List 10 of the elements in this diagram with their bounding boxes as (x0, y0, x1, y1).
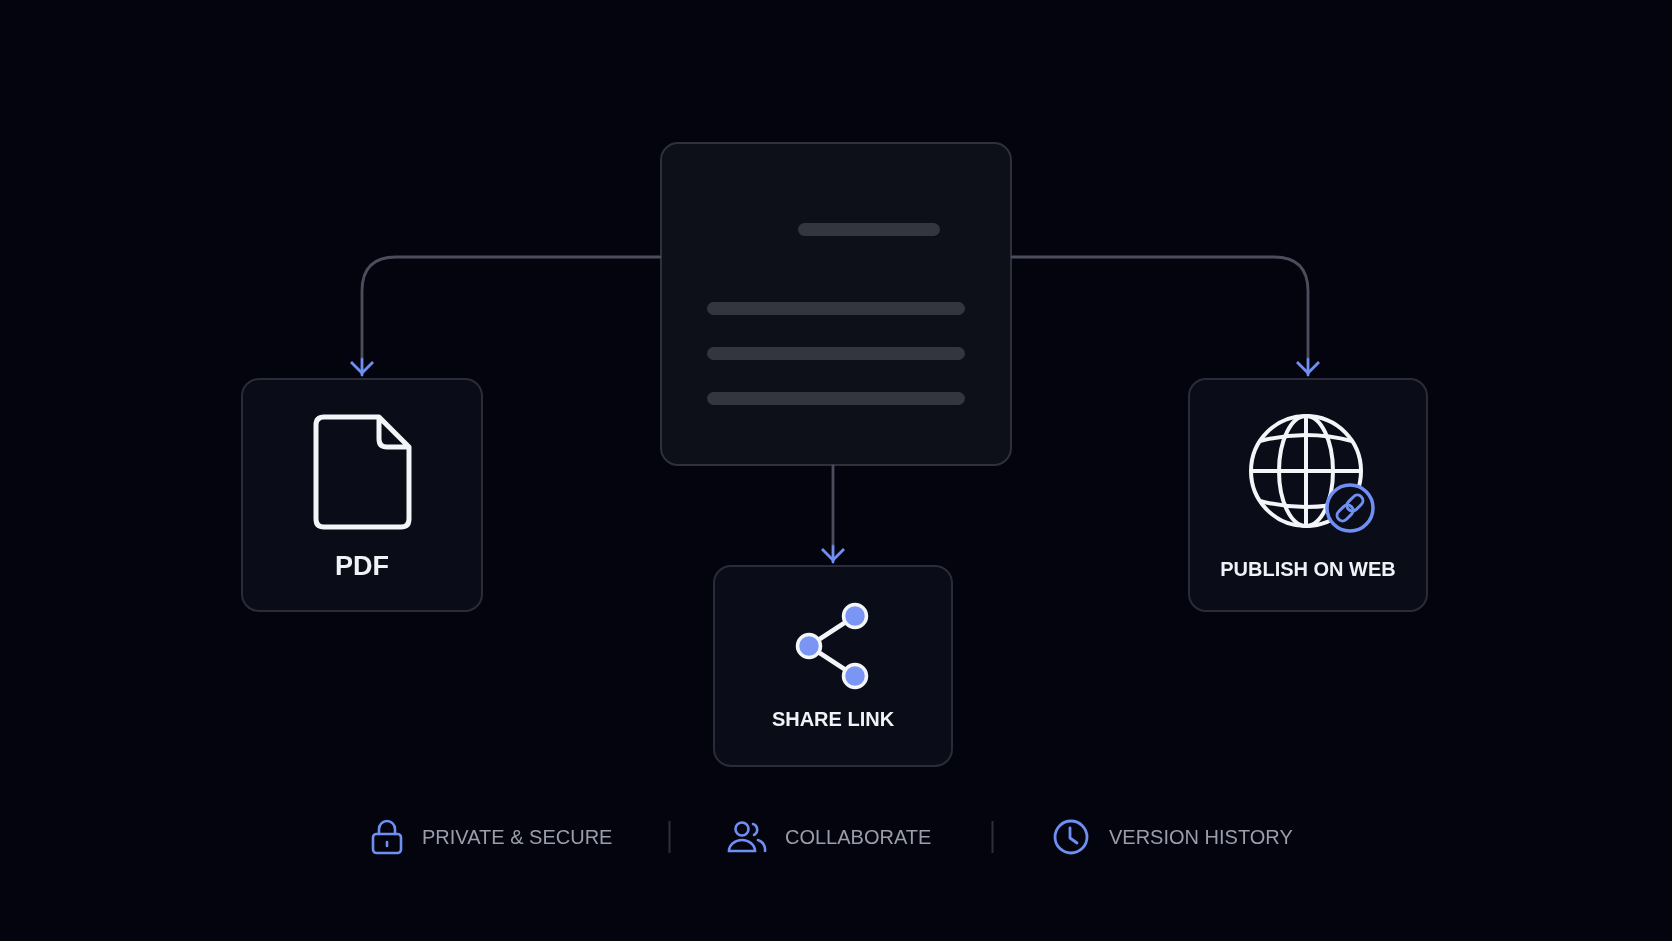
export-card (241, 378, 483, 612)
card-label: SHARE LINK (771, 707, 895, 731)
feature-label: PRIVATE & SECURE (422, 825, 613, 849)
feature-label: VERSION HISTORY (1109, 825, 1293, 849)
export-card (1188, 378, 1428, 612)
document-card (660, 142, 1012, 466)
card-label: PUBLISH ON WEB (1220, 557, 1396, 581)
feature-label: COLLABORATE (785, 825, 932, 849)
card-label: PDF (335, 550, 389, 583)
export-card (713, 565, 953, 767)
